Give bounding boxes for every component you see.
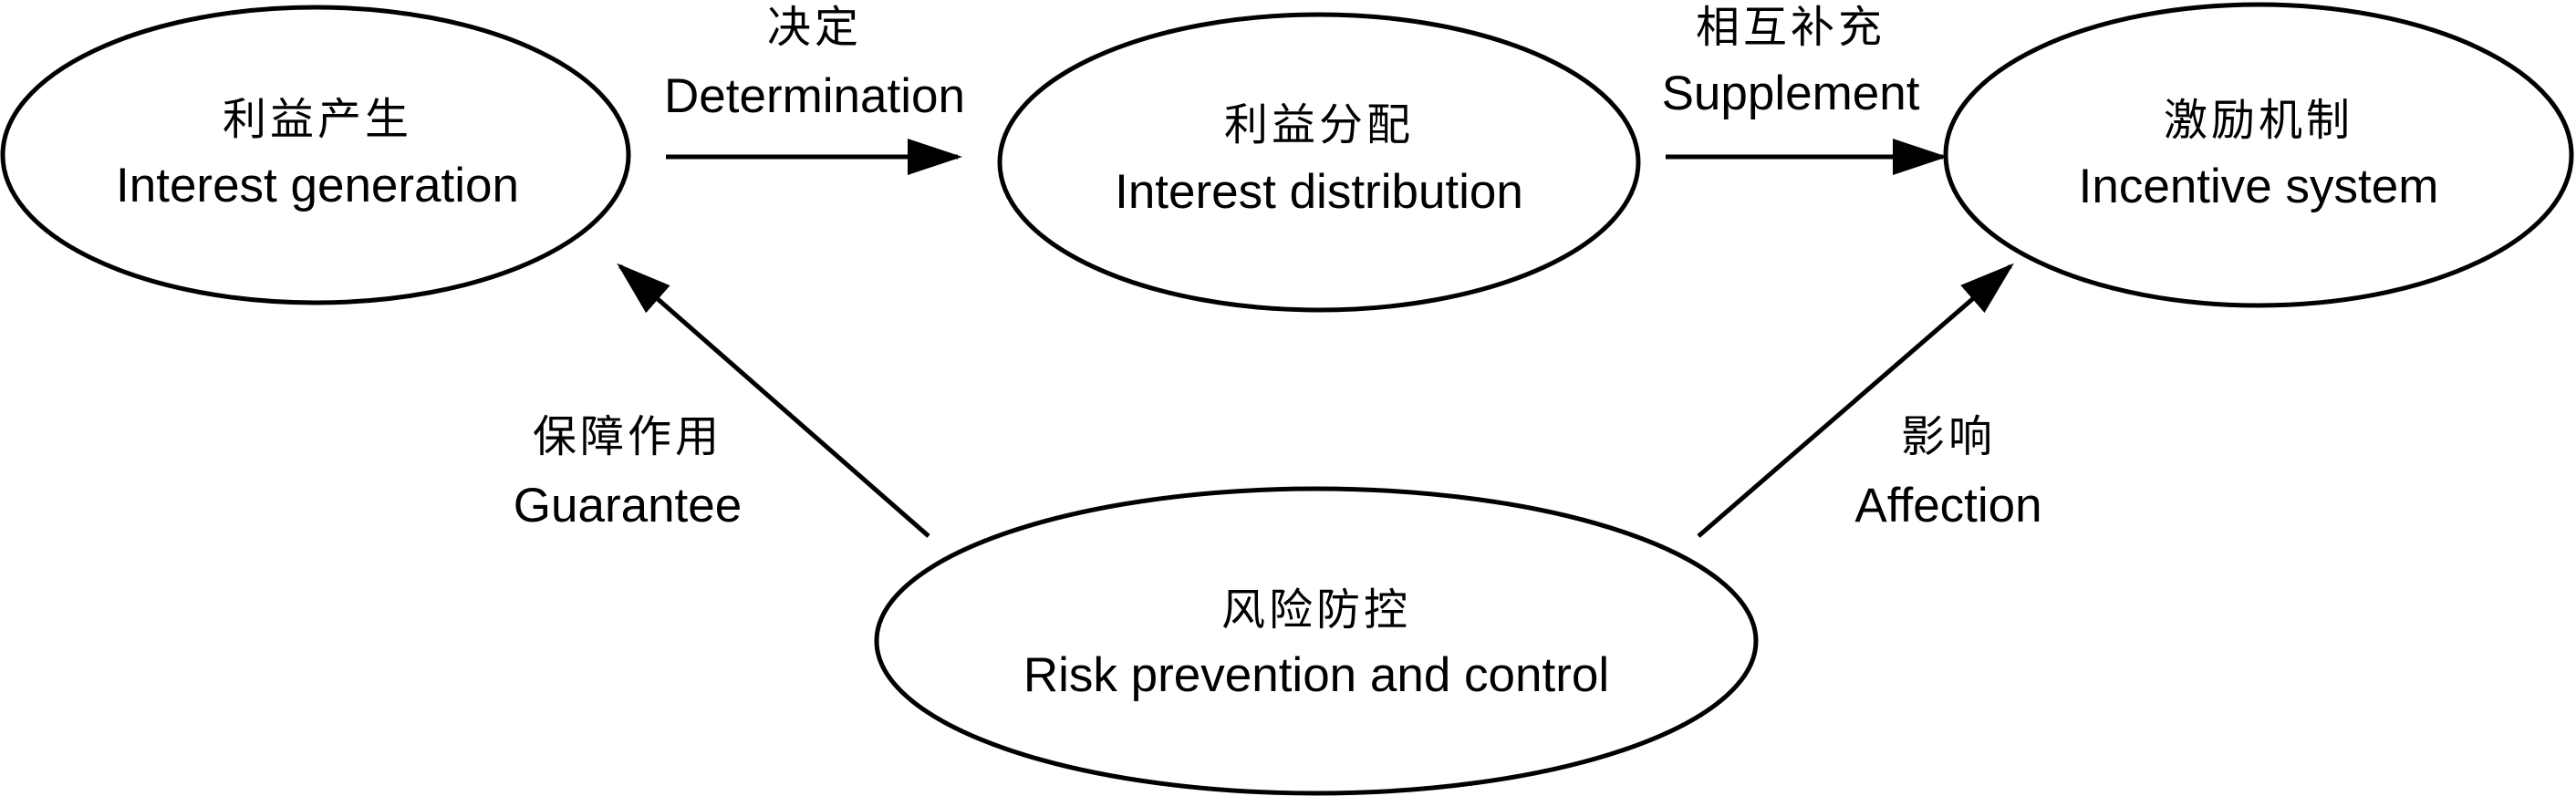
node-interest-distribution: 利益分配 Interest distribution bbox=[997, 12, 1641, 313]
node-interest-distribution-ellipse bbox=[997, 12, 1641, 313]
node-interest-generation-zh: 利益产生 bbox=[223, 96, 412, 144]
node-incentive-system: 激励机制 Incentive system bbox=[1943, 2, 2574, 308]
edge-guarantee: 保障作用 Guarantee bbox=[514, 263, 930, 538]
node-interest-distribution-en: Interest distribution bbox=[1115, 165, 1523, 219]
edge-supplement: 相互补充 Supplement bbox=[1662, 4, 1948, 175]
edge-guarantee-en: Guarantee bbox=[514, 479, 742, 532]
node-risk-prevention-zh: 风险防控 bbox=[1221, 586, 1411, 635]
edge-supplement-en: Supplement bbox=[1662, 67, 1920, 120]
edge-affection-en: Affection bbox=[1854, 479, 2041, 532]
node-risk-prevention: 风险防控 Risk prevention and control bbox=[874, 486, 1759, 796]
node-interest-generation-ellipse bbox=[0, 5, 631, 305]
node-risk-prevention-en: Risk prevention and control bbox=[1023, 648, 1609, 702]
edge-determination-en: Determination bbox=[664, 69, 965, 123]
node-incentive-system-ellipse bbox=[1943, 2, 2574, 308]
edge-affection: 影响 Affection bbox=[1697, 263, 2042, 538]
node-interest-distribution-zh: 利益分配 bbox=[1224, 101, 1414, 150]
edge-affection-arrow bbox=[1697, 263, 2014, 538]
edge-guarantee-zh: 保障作用 bbox=[533, 413, 722, 461]
edge-determination-zh: 决定 bbox=[767, 4, 862, 52]
edge-supplement-zh: 相互补充 bbox=[1696, 4, 1885, 52]
edge-affection-zh: 影响 bbox=[1901, 413, 1996, 461]
edge-determination: 决定 Determination bbox=[664, 4, 965, 175]
node-incentive-system-zh: 激励机制 bbox=[2164, 97, 2353, 145]
node-risk-prevention-ellipse bbox=[874, 486, 1759, 796]
node-incentive-system-en: Incentive system bbox=[2079, 160, 2439, 213]
edge-guarantee-arrow bbox=[617, 263, 930, 538]
node-interest-generation-en: Interest generation bbox=[116, 159, 519, 212]
node-interest-generation: 利益产生 Interest generation bbox=[0, 5, 631, 305]
